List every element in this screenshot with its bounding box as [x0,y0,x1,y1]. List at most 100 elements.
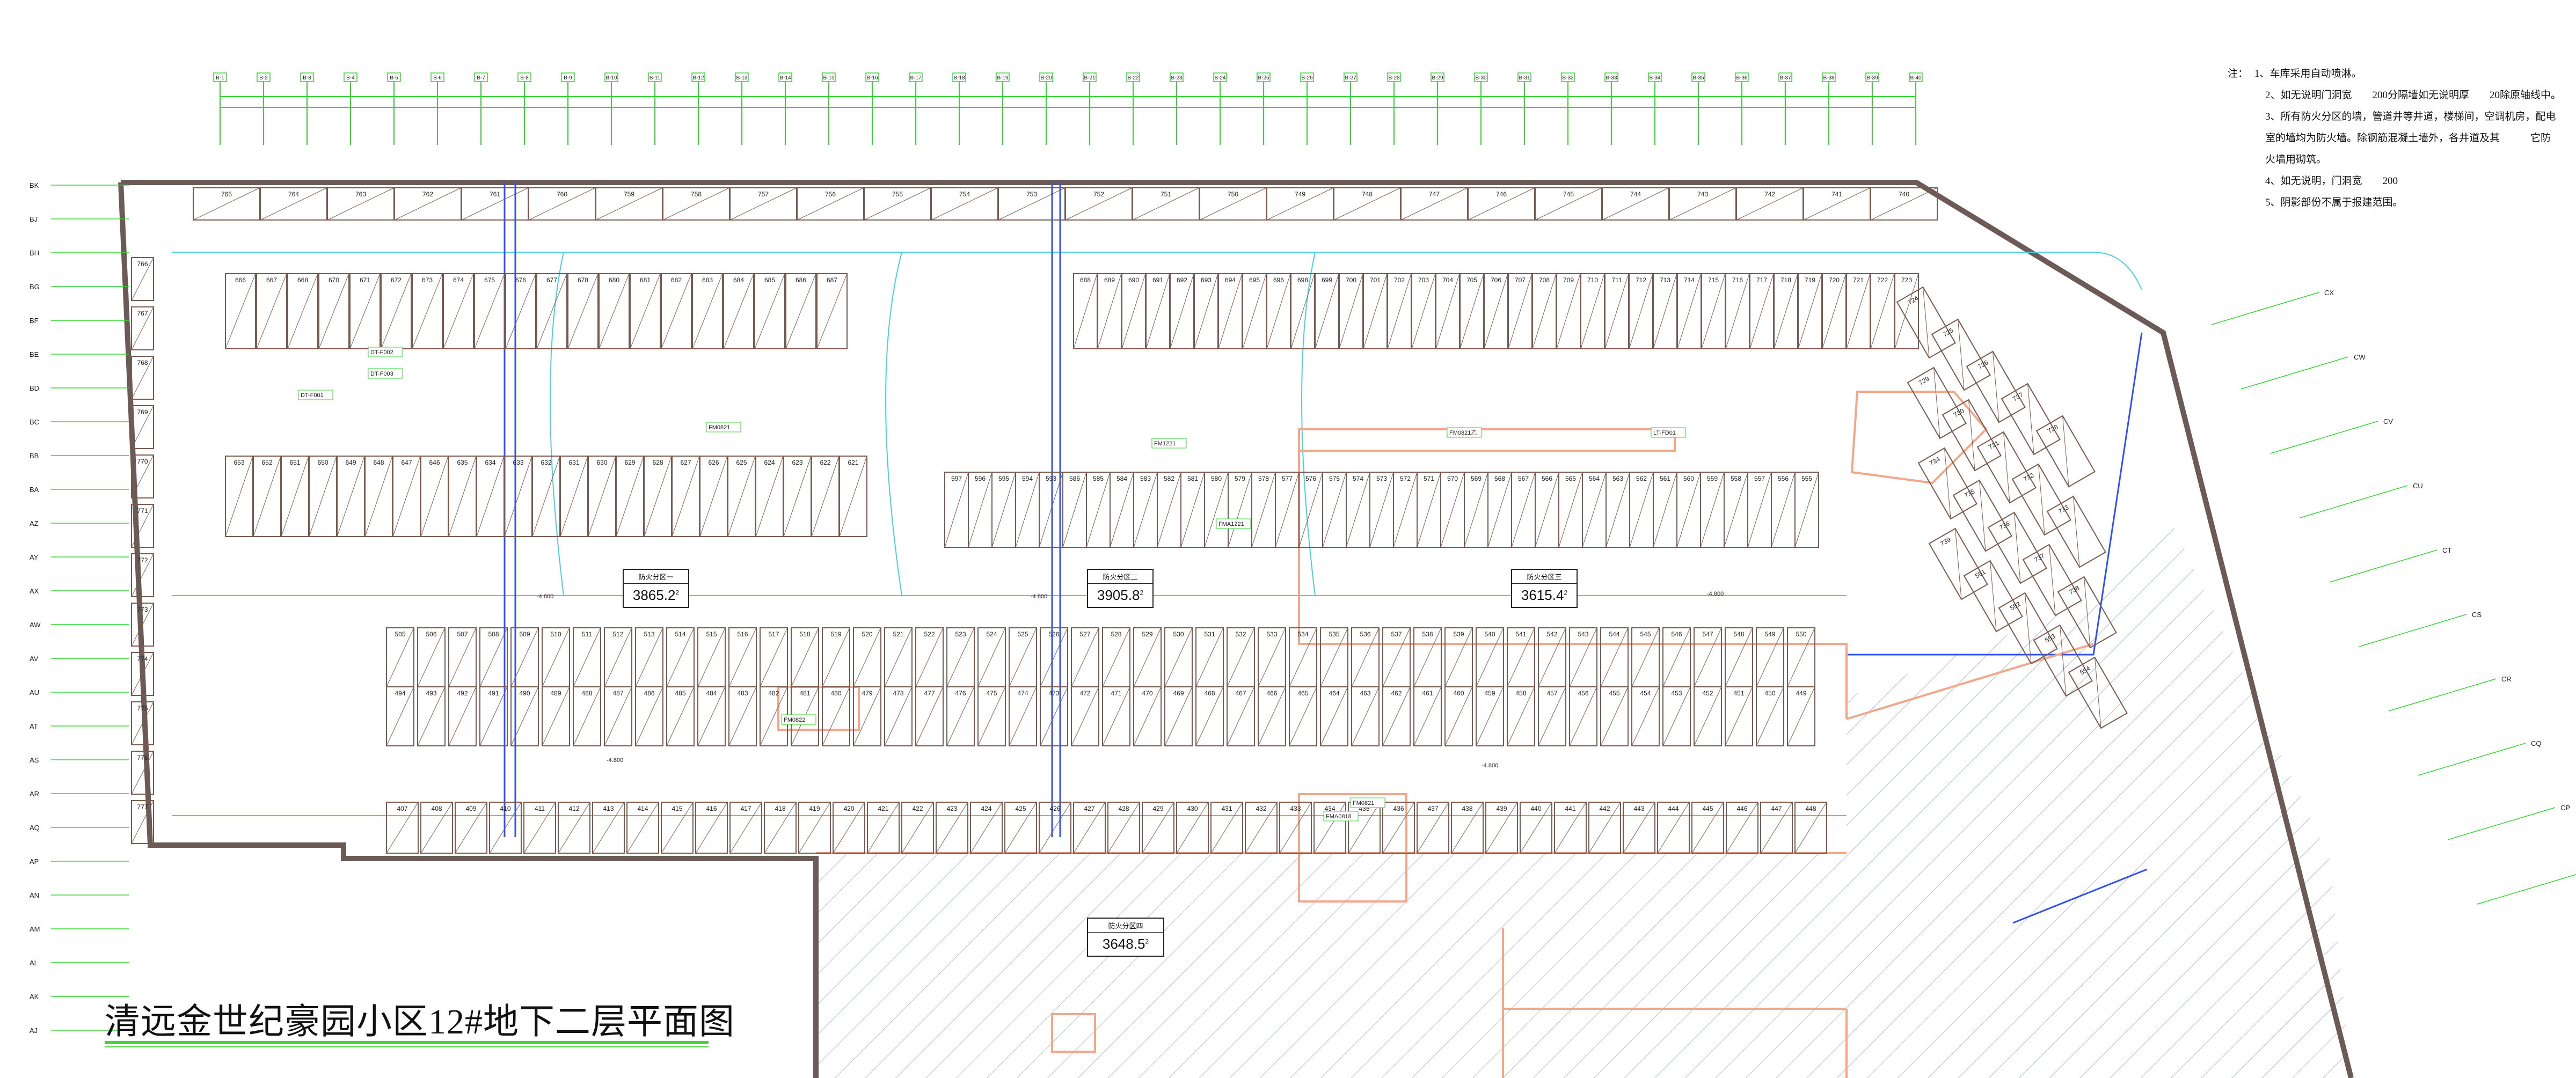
stall-diagonal [1258,627,1286,687]
stall-diagonal [1145,273,1170,349]
axis-bubble: B-2 [257,72,271,82]
stall-diagonal [977,627,1006,687]
stall-outline [318,273,349,349]
stall-diagonal [1724,472,1748,548]
axis-label: B-27 [1345,75,1356,81]
axis-bubble-box [1474,72,1488,82]
parking-stall: 621 [839,456,867,537]
axis-label: CV [2383,417,2393,426]
stall-outline [822,686,850,746]
stall-diagonal [822,627,850,687]
parking-stall: 578 [1251,472,1276,548]
stall-diagonal [1411,273,1436,349]
parking-stall: 564 [1582,472,1607,548]
stall-outline [1963,560,2023,633]
axis-label: B-9 [564,75,572,81]
stall-number: 740 [1899,190,1909,198]
axis-label: B-22 [1127,75,1139,81]
stall-diagonal [1348,802,1381,854]
parking-stall: 747 [1400,187,1468,221]
stall-diagonal [1600,627,1629,687]
stall-outline [599,273,630,349]
fire-zone-2-area: 3905.82 [1097,587,1144,603]
parking-stall: 534 [1289,627,1317,687]
stall-number: 749 [1295,190,1305,198]
stall-diagonal [1073,273,1098,349]
axis-bubble-box [865,72,879,82]
stall-number: 572 [1400,475,1411,482]
axis-tick [2270,421,2378,454]
stall-outline [936,802,968,854]
stall-diagonal [1944,448,1951,519]
stall-outline [754,273,785,349]
stall-diagonal [528,187,596,221]
elevation-mark: -4.800 [607,757,623,764]
stall-number: 695 [1249,276,1260,284]
axis-bubble: B-9 [561,72,575,82]
parking-stall: 436 [1382,802,1415,854]
axis-label: B-1 [216,75,224,81]
stall-outline [479,686,508,746]
parking-stall: 652 [253,456,281,537]
stall-outline [448,686,477,746]
parking-stall: 583 [1133,472,1158,548]
stall-diagonal [2049,544,2056,616]
stall-outline [542,686,570,746]
stall-number: 555 [1801,475,1812,482]
stall-outline [1662,686,1691,746]
axis-label: AX [30,587,39,595]
stall-number: 753 [1026,190,1037,198]
axis-bubble: B-12 [691,72,705,82]
parking-stall: 752 [1065,187,1133,221]
fire-zone-3-area: 3615.42 [1521,587,1568,603]
stall-number: 756 [825,190,836,198]
stall-diagonal [1382,686,1411,746]
parking-stall: 492 [448,686,477,746]
stall-number: 460 [1453,690,1464,697]
stall-diagonal [2003,431,2010,503]
stall-number: 424 [981,805,991,812]
axis-label: B-32 [1562,75,1574,81]
stall-diagonal [2084,576,2091,648]
stall-diagonal [510,686,539,746]
parking-stall: 426 [1039,802,1071,854]
stall-number: 698 [1297,276,1308,284]
stall-outline [474,273,505,349]
parking-stall: 432 [1245,802,1278,854]
axis-label: B-11 [650,75,661,81]
stall-diagonal [1774,273,1798,349]
stall-diagonal [1107,802,1140,854]
stall-number: 434 [1324,805,1335,812]
stall-number: 754 [959,190,970,198]
notes-panel: 注：1、车库采用自动喷淋。 2、如无说明门洞宽 200分隔墙如无说明厚 20除原… [2228,63,2561,214]
stall-number: 475 [986,690,997,697]
stall-diagonal [1507,686,1535,746]
parking-stall: 709 [1556,273,1581,349]
parking-stall: 623 [783,456,812,537]
stall-number: 705 [1466,276,1477,284]
parking-stall: 529 [1133,627,1162,687]
parking-stall: 461 [1413,686,1442,746]
stall-outline [1538,686,1566,746]
stall-diagonal [1266,187,1334,221]
stall-number: 466 [1266,690,1277,697]
axis-label: B-36 [1736,75,1748,81]
stall-diagonal [1653,273,1677,349]
stall-diagonal [479,686,508,746]
stall-diagonal [1015,472,1040,548]
stall-diagonal [532,456,560,537]
stall-diagonal [560,456,588,537]
parking-stall: 560 [1676,472,1701,548]
parking-stall: 718 [1774,273,1798,349]
stall-diagonal [1298,472,1323,548]
parking-stall: 439 [1485,802,1518,854]
stall-outline [666,686,695,746]
parking-stall: 567 [1511,472,1536,548]
parking-stall: 462 [1382,686,1411,746]
stall-diagonal [1417,802,1449,854]
stall-outline [1942,399,2002,472]
parking-stall: 473 [1040,686,1068,746]
parking-stall: 628 [644,456,672,537]
stall-outline [1894,273,1919,349]
